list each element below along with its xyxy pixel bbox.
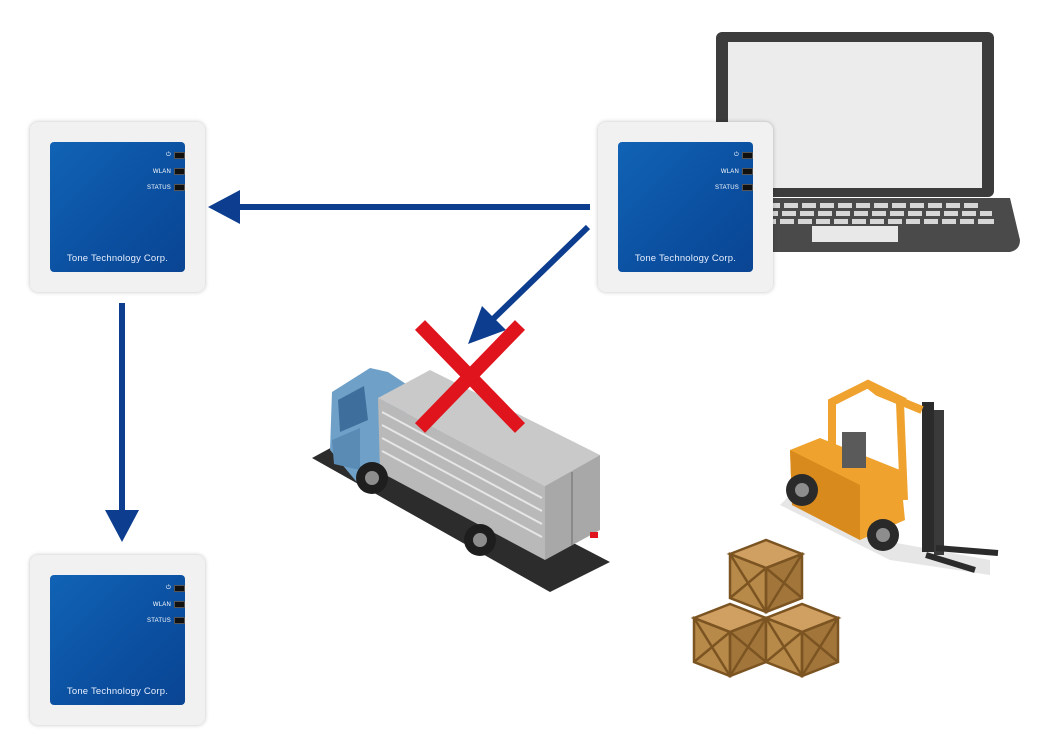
blocked-cross-icon bbox=[414, 320, 526, 433]
status-led bbox=[742, 184, 753, 191]
device-face: ⏻ WLAN STATUS Tone Technology Corp. bbox=[618, 142, 753, 272]
power-indicator: ⏻ bbox=[166, 585, 185, 592]
status-label: STATUS bbox=[147, 184, 171, 191]
power-icon: ⏻ bbox=[166, 152, 171, 158]
wlan-indicator: WLAN bbox=[153, 168, 185, 175]
device-face: ⏻ WLAN STATUS Tone Technology Corp. bbox=[50, 142, 185, 272]
brand-label: Tone Technology Corp. bbox=[66, 253, 169, 264]
status-led bbox=[174, 184, 185, 191]
laptop-icon bbox=[691, 32, 1020, 252]
brand-label: Tone Technology Corp. bbox=[66, 686, 169, 697]
power-led bbox=[174, 152, 185, 159]
status-label: STATUS bbox=[147, 617, 171, 624]
forklift-icon bbox=[780, 379, 999, 575]
status-indicator: STATUS bbox=[715, 184, 753, 191]
arrow-to-left-device bbox=[208, 190, 590, 224]
access-point-right-top: ⏻ WLAN STATUS Tone Technology Corp. bbox=[598, 122, 773, 292]
status-indicator: STATUS bbox=[147, 617, 185, 624]
status-indicator: STATUS bbox=[147, 184, 185, 191]
device-face: ⏻ WLAN STATUS Tone Technology Corp. bbox=[50, 575, 185, 705]
access-point-left-bottom: ⏻ WLAN STATUS Tone Technology Corp. bbox=[30, 555, 205, 725]
wlan-label: WLAN bbox=[720, 168, 739, 175]
brand-label: Tone Technology Corp. bbox=[634, 253, 737, 264]
power-icon: ⏻ bbox=[734, 152, 739, 158]
access-point-left-top: ⏻ WLAN STATUS Tone Technology Corp. bbox=[30, 122, 205, 292]
crates-icon bbox=[692, 538, 840, 678]
status-label: STATUS bbox=[715, 184, 739, 191]
arrow-down bbox=[105, 303, 139, 542]
wlan-led bbox=[174, 168, 185, 175]
truck-icon bbox=[312, 368, 610, 592]
wlan-indicator: WLAN bbox=[721, 168, 753, 175]
power-indicator: ⏻ bbox=[166, 152, 185, 159]
status-led bbox=[174, 617, 185, 624]
wlan-led bbox=[742, 168, 753, 175]
wlan-led bbox=[174, 601, 185, 608]
power-led bbox=[742, 152, 753, 159]
power-icon: ⏻ bbox=[166, 585, 171, 591]
wlan-label: WLAN bbox=[152, 601, 171, 608]
power-led bbox=[174, 585, 185, 592]
power-indicator: ⏻ bbox=[734, 152, 753, 159]
wlan-indicator: WLAN bbox=[153, 601, 185, 608]
wlan-label: WLAN bbox=[152, 168, 171, 175]
arrow-to-truck-blocked bbox=[468, 224, 591, 344]
